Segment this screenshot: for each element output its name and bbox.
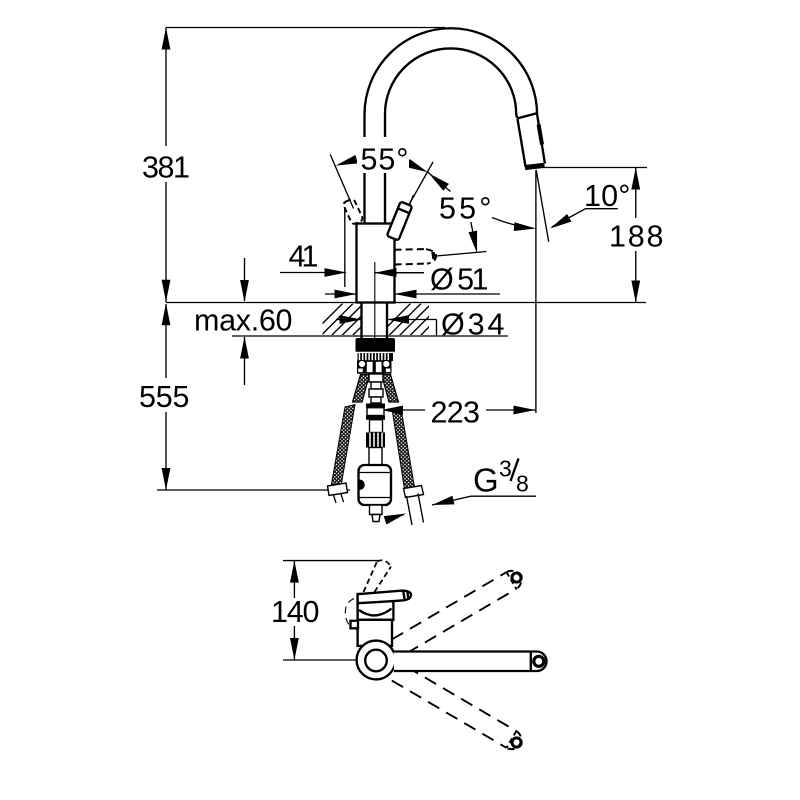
svg-text:41: 41 [289, 240, 319, 274]
svg-text:223: 223 [431, 396, 480, 430]
svg-text:188: 188 [609, 220, 663, 254]
svg-text:55°: 55° [439, 192, 491, 226]
svg-text:10°: 10° [584, 179, 630, 213]
svg-text:G: G [473, 462, 499, 499]
svg-text:Ø 51: Ø 51 [430, 263, 488, 297]
svg-text:8: 8 [516, 471, 529, 497]
svg-text:Ø34: Ø34 [441, 308, 505, 342]
svg-text:381: 381 [142, 151, 190, 185]
svg-text:3: 3 [499, 456, 512, 482]
svg-text:555: 555 [139, 380, 189, 414]
svg-text:140: 140 [271, 595, 319, 629]
svg-text:55°: 55° [361, 143, 409, 177]
svg-text:max.60: max.60 [194, 304, 292, 338]
